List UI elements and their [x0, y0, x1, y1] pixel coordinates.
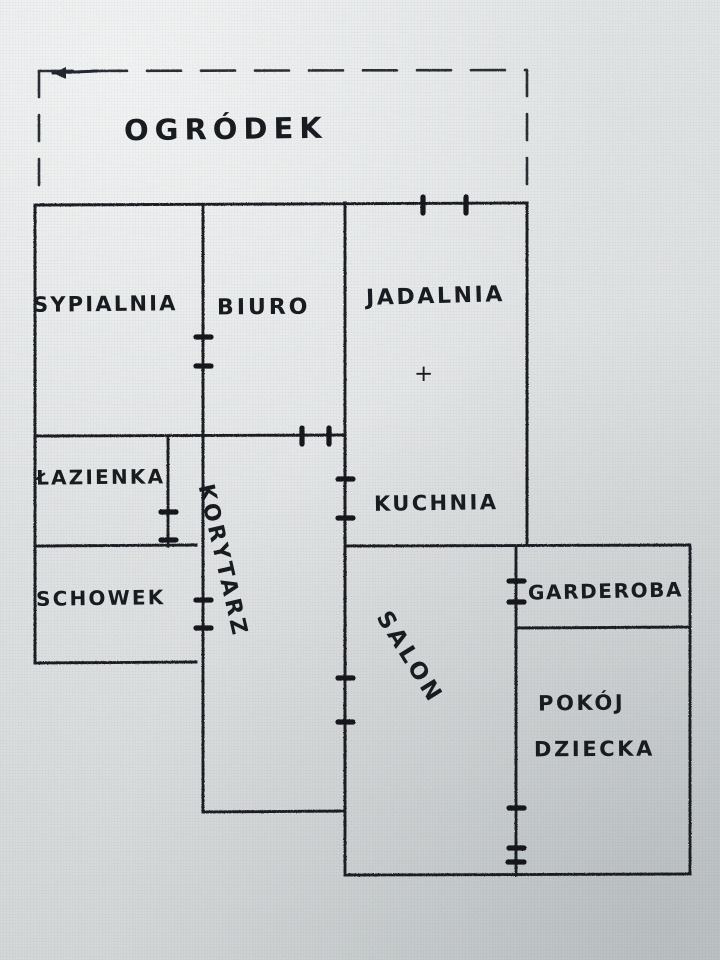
plus-mark: +	[414, 361, 436, 387]
room-label-schowek: SCHOWEK	[35, 585, 166, 611]
room-label-lazienka: ŁAZIENKA	[35, 464, 166, 490]
room-label-garderoba: GARDEROBA	[527, 577, 684, 605]
room-label-jadalnia: JADALNIA	[365, 282, 506, 311]
garden-dashed-outline	[37, 68, 529, 202]
room-label-sypialnia: SYPIALNIA	[32, 291, 178, 317]
door-marks	[158, 194, 527, 865]
house-walls	[33, 201, 692, 877]
room-label-pokoj: POKÓJ	[537, 690, 626, 716]
room-label-kuchnia: KUCHNIA	[373, 490, 499, 516]
room-label-ogrodek: OGRÓDEK	[123, 110, 328, 148]
room-label-biuro: BIURO	[216, 294, 311, 321]
garden-arrow-icon	[51, 67, 99, 79]
room-label-dziecka: DZIECKA	[533, 736, 656, 762]
